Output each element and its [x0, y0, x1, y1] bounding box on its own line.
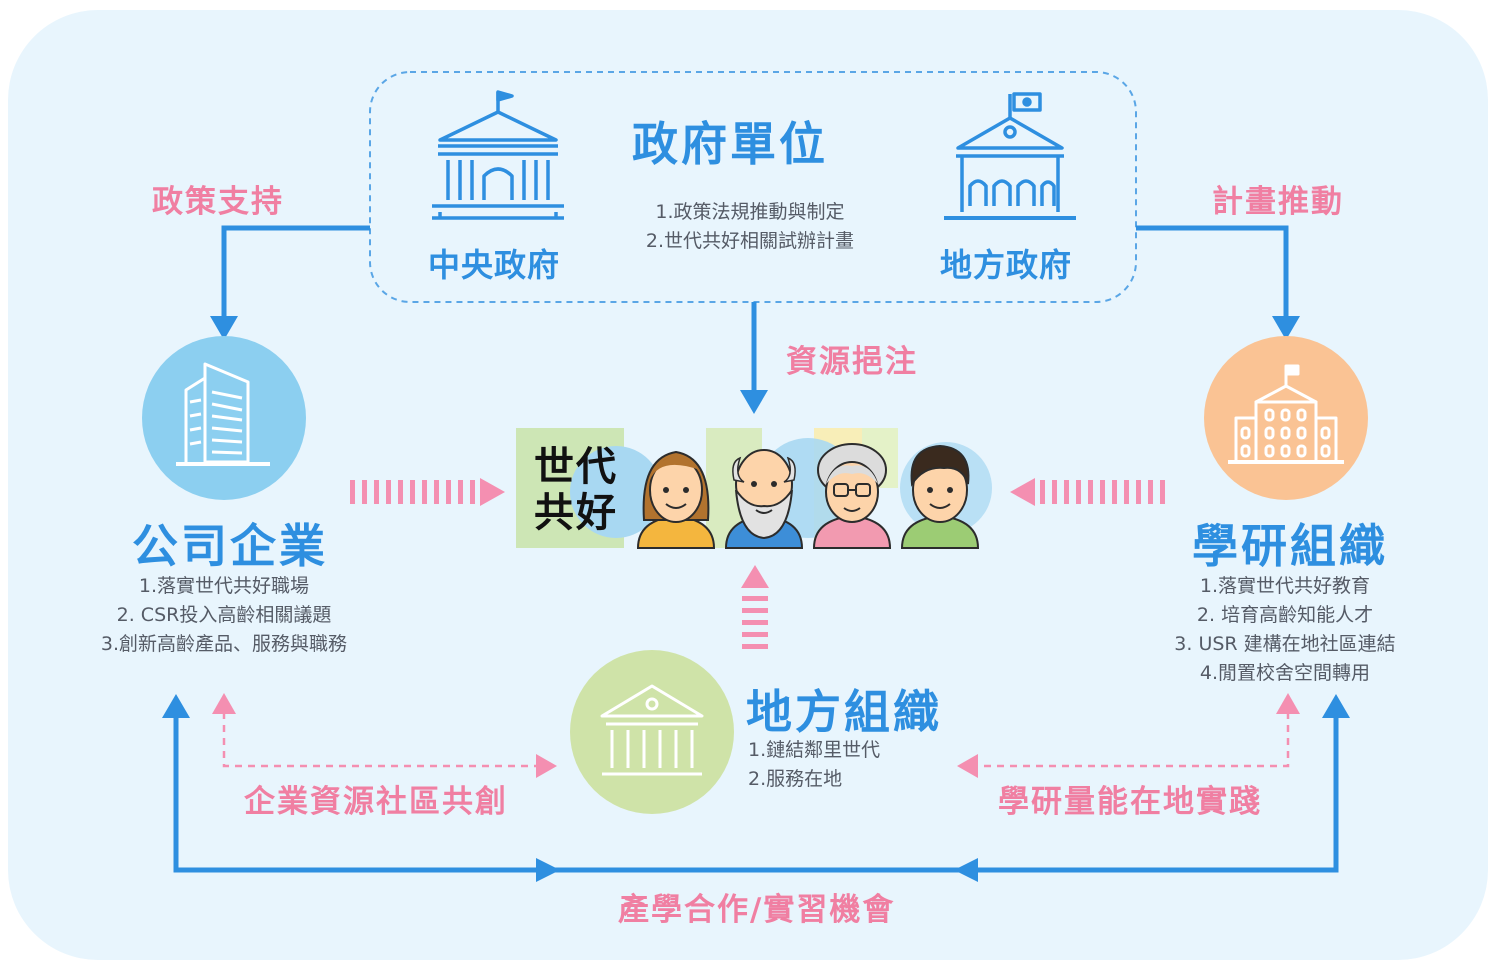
young-man-icon: [900, 444, 980, 549]
company-title: 公司企業: [132, 519, 328, 573]
industry-cooperation-label: 產學合作/實習機會: [618, 892, 896, 928]
resource-input-label: 資源挹注: [786, 344, 918, 380]
central-government-label: 中央政府: [428, 246, 561, 284]
academia-title: 學研組織: [1192, 519, 1388, 573]
project-promotion-label: 計畫推動: [1212, 184, 1344, 220]
company-to-logo-arrow: [350, 478, 505, 506]
local-org-list: 1.鏈結鄰里世代 2.服務在地: [748, 736, 880, 794]
local-to-logo-arrow: [741, 565, 769, 649]
academia-item: 3. USR 建構在地社區連結: [1174, 633, 1396, 655]
project-promotion-arrow: [1136, 225, 1300, 340]
industry-cooperation-arrow: [162, 694, 1350, 882]
academia-item: 2. 培育高齡知能人才: [1196, 604, 1374, 626]
school-building-icon: [1228, 364, 1344, 464]
capitol-building-icon: [432, 90, 564, 220]
company-item: 2. CSR投入高齡相關議題: [116, 604, 332, 626]
company-list: 1.落實世代共好職場 2. CSR投入高齡相關議題 3.創新高齡產品、服務與職務: [64, 572, 384, 659]
academia-to-logo-arrow: [1010, 478, 1165, 506]
government-title: 政府單位: [632, 117, 828, 171]
local-org-title: 地方組織: [746, 685, 942, 739]
office-building-icon: [176, 362, 270, 466]
logo-block: [516, 428, 992, 548]
corporate-co-creation-label: 企業資源社區共創: [244, 784, 508, 820]
corporate-co-creation-arrow: [212, 693, 557, 778]
government-item: 1.政策法規推動與制定: [655, 201, 845, 223]
resource-input-arrow: [740, 302, 768, 414]
logo-line-2: 共好: [534, 490, 618, 536]
logo-line-1: 世代: [534, 444, 618, 490]
government-box: [369, 71, 1137, 303]
academic-practice-arrow: [957, 693, 1300, 778]
government-item: 2.世代共好相關試辦計畫: [645, 230, 855, 252]
local-org-item: 2.服務在地: [748, 768, 843, 790]
bearded-old-man-icon: [724, 449, 804, 549]
local-government-label: 地方政府: [940, 246, 1073, 284]
government-list: 1.政策法規推動與制定 2.世代共好相關試辦計畫: [600, 198, 900, 256]
company-item: 3.創新高齡產品、服務與職務: [100, 633, 348, 655]
temple-building-icon: [600, 684, 704, 776]
policy-support-arrow: [210, 225, 370, 340]
academia-list: 1.落實世代共好教育 2. 培育高齡知能人才 3. USR 建構在地社區連結 4…: [1130, 572, 1440, 688]
government-building-icon: [944, 92, 1076, 220]
company-item: 1.落實世代共好職場: [138, 575, 310, 597]
local-org-circle: [570, 650, 734, 814]
policy-support-label: 政策支持: [152, 184, 284, 220]
old-woman-glasses-icon: [812, 443, 892, 549]
academia-item: 1.落實世代共好教育: [1199, 575, 1371, 597]
local-org-item: 1.鏈結鄰里世代: [748, 739, 881, 761]
academia-item: 4.閒置校舍空間轉用: [1199, 662, 1371, 684]
academia-circle: [1204, 336, 1368, 500]
academic-practice-label: 學研量能在地實踐: [998, 784, 1262, 820]
young-woman-icon: [636, 450, 716, 549]
